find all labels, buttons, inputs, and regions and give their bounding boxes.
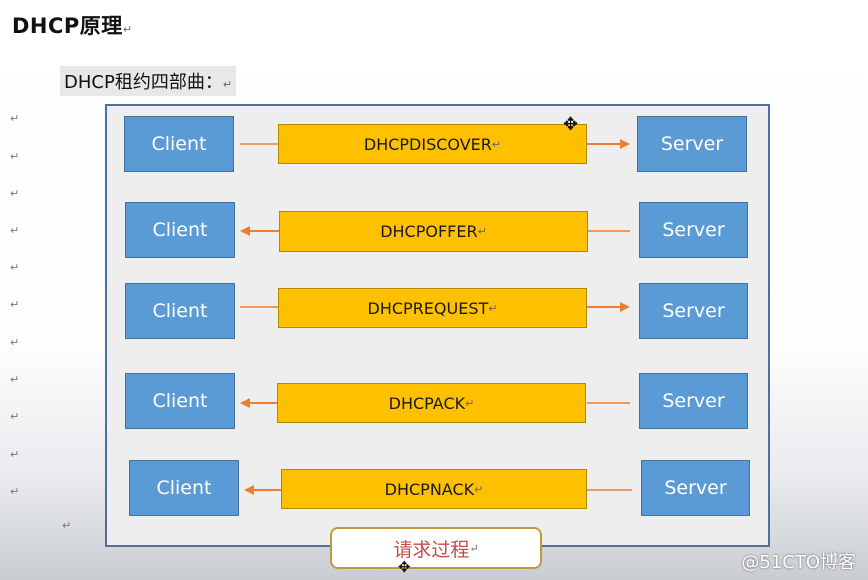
message-dhcprequest: DHCPREQUEST↵ [278, 288, 587, 328]
paragraph-mark: ↵ [10, 261, 20, 274]
server-node: Server [639, 202, 748, 258]
paragraph-mark: ↵ [10, 224, 20, 237]
paragraph-mark: ↵ [10, 373, 20, 386]
paragraph-mark: ↵ [488, 301, 498, 315]
message-dhcpnack: DHCPNACK↵ [281, 469, 587, 509]
message-dhcpack: DHCPACK↵ [277, 383, 586, 423]
paragraph-mark: ↵ [465, 396, 475, 410]
server-node: Server [639, 283, 748, 339]
paragraph-mark: ↵ [10, 187, 20, 200]
server-node: Server [641, 460, 750, 516]
paragraph-mark: ↵ [491, 137, 502, 151]
server-node: Server [637, 116, 747, 172]
page-title: DHCP原理↵ [12, 14, 133, 38]
caption-box[interactable]: 请求过程↵ [330, 527, 542, 569]
move-cursor-icon: ✥ [398, 558, 411, 576]
server-node: Server [639, 373, 748, 429]
section-subtitle: DHCP租约四部曲：↵ [60, 66, 237, 96]
paragraph-mark: ↵ [62, 519, 72, 532]
paragraph-mark: ↵ [10, 485, 20, 498]
paragraph-mark: ↵ [10, 298, 20, 311]
paragraph-mark: ↵ [10, 336, 20, 349]
paragraph-mark: ↵ [469, 541, 479, 555]
client-node: Client [125, 202, 235, 258]
client-node: Client [129, 460, 239, 516]
watermark: @51CTO博客 [741, 552, 856, 573]
client-node: Client [125, 283, 235, 339]
paragraph-mark: ↵ [477, 225, 487, 238]
paragraph-mark: ↵ [474, 482, 484, 496]
message-dhcpoffer: DHCPOFFER↵ [279, 211, 588, 252]
client-node: Client [124, 116, 234, 172]
paragraph-mark: ↵ [10, 448, 20, 461]
client-node: Client [125, 373, 235, 429]
message-dhcpdiscover: DHCPDISCOVER↵ [278, 124, 587, 164]
paragraph-mark: ↵ [222, 78, 233, 91]
paragraph-mark: ↵ [122, 23, 133, 36]
paragraph-mark: ↵ [10, 410, 20, 423]
paragraph-mark: ↵ [10, 112, 20, 125]
paragraph-mark: ↵ [10, 150, 20, 163]
move-cursor-icon: ✥ [563, 114, 579, 135]
